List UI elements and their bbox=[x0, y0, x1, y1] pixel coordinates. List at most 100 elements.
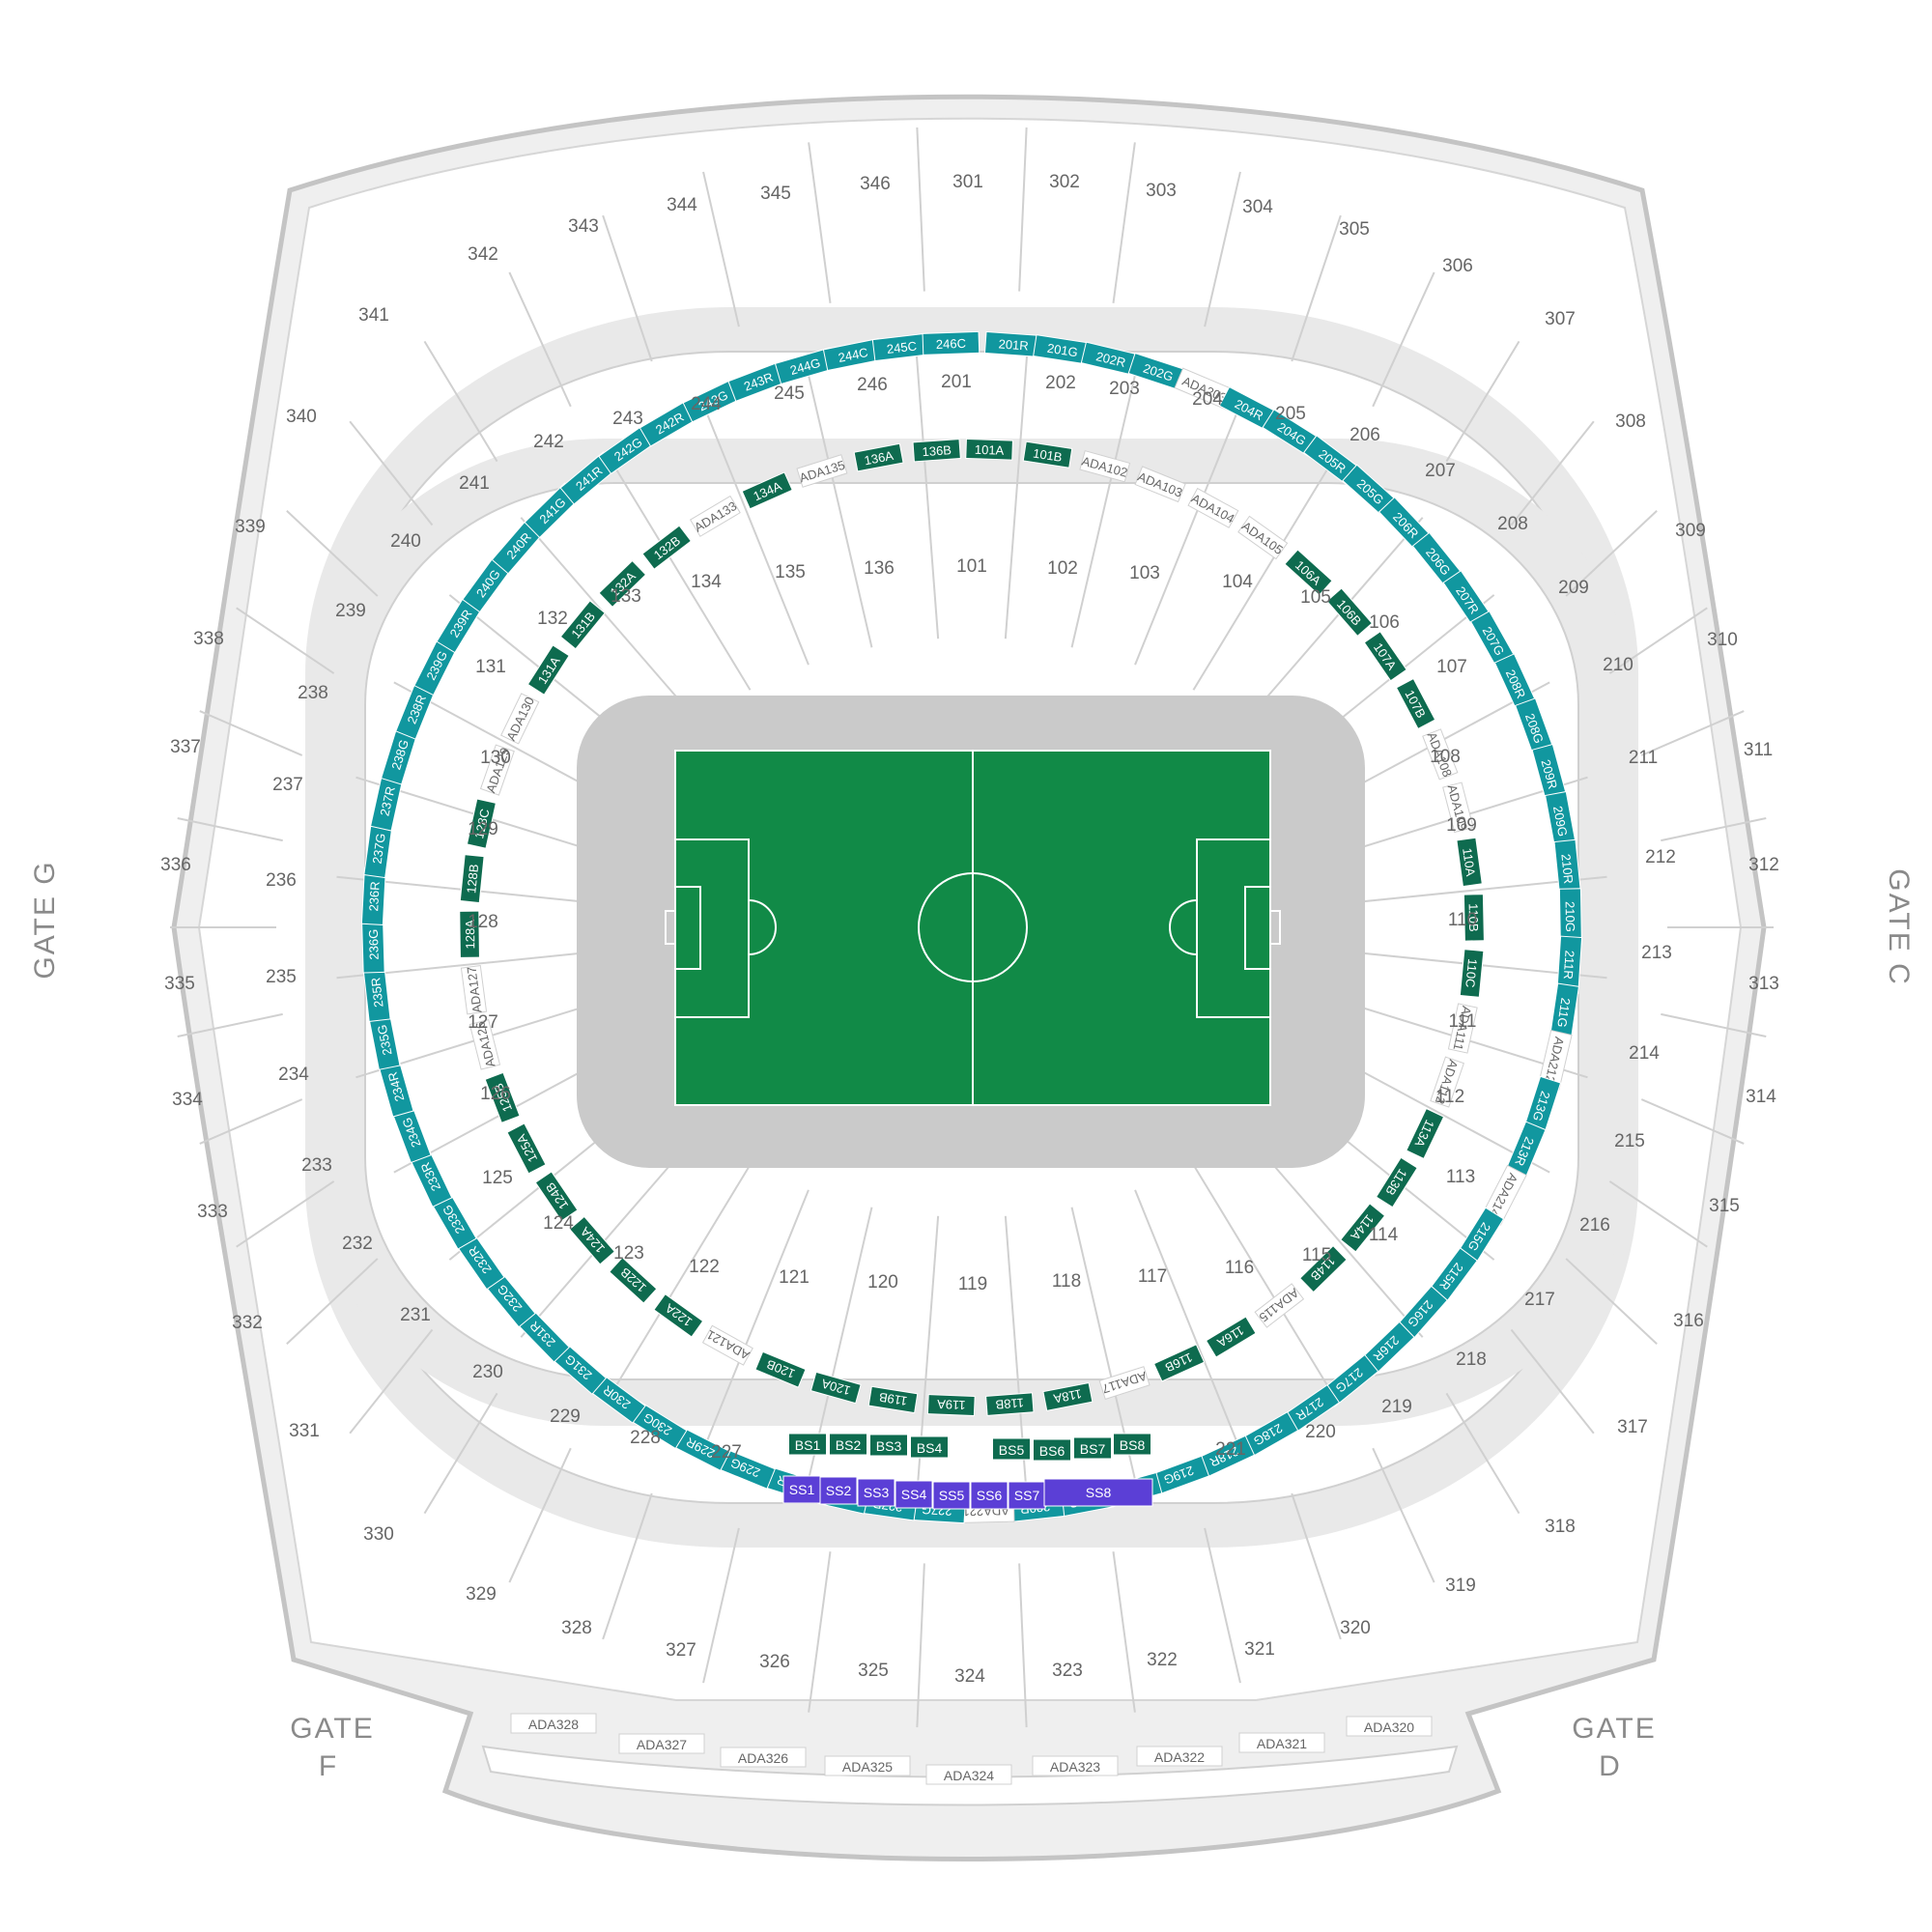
section-213-label[interactable]: 213 bbox=[1641, 943, 1672, 963]
tag-235r[interactable]: 235R bbox=[362, 962, 391, 1022]
tag-110a[interactable]: 110A bbox=[1456, 837, 1483, 888]
tag-202g[interactable]: 202G bbox=[1127, 352, 1189, 392]
tag-236r[interactable]: 236R bbox=[360, 867, 386, 925]
section-322-label[interactable]: 322 bbox=[1147, 1650, 1178, 1670]
section-207-label[interactable]: 207 bbox=[1425, 461, 1456, 481]
section-238-label[interactable]: 238 bbox=[298, 683, 328, 703]
section-132-label[interactable]: 132 bbox=[537, 609, 568, 629]
suite-bs2[interactable]: BS2 bbox=[829, 1433, 867, 1456]
section-128-label[interactable]: 128 bbox=[468, 912, 498, 932]
section-117-label[interactable]: 117 bbox=[1138, 1266, 1167, 1287]
section-216-label[interactable]: 216 bbox=[1579, 1215, 1610, 1236]
suite-ss2[interactable]: SS2 bbox=[819, 1476, 858, 1505]
section-237-label[interactable]: 237 bbox=[272, 775, 303, 795]
section-308-label[interactable]: 308 bbox=[1615, 412, 1646, 432]
tag-209g[interactable]: 209G bbox=[1545, 790, 1577, 852]
suite-ss4[interactable]: SS4 bbox=[895, 1480, 933, 1509]
section-313-label[interactable]: 313 bbox=[1748, 974, 1779, 994]
section-234-label[interactable]: 234 bbox=[278, 1065, 309, 1085]
tag-122b[interactable]: 122B bbox=[609, 1257, 658, 1304]
section-219-label[interactable]: 219 bbox=[1381, 1397, 1412, 1417]
suite-bs7[interactable]: BS7 bbox=[1073, 1436, 1112, 1460]
section-319-label[interactable]: 319 bbox=[1445, 1576, 1476, 1596]
tag-211g[interactable]: 211G bbox=[1548, 982, 1579, 1043]
section-346-label[interactable]: 346 bbox=[860, 174, 891, 194]
section-134-label[interactable]: 134 bbox=[691, 572, 722, 592]
section-202-label[interactable]: 202 bbox=[1045, 373, 1076, 393]
section-243-label[interactable]: 243 bbox=[612, 409, 643, 429]
section-305-label[interactable]: 305 bbox=[1339, 219, 1370, 240]
section-229-label[interactable]: 229 bbox=[550, 1406, 581, 1427]
section-208-label[interactable]: 208 bbox=[1497, 514, 1528, 534]
section-214-label[interactable]: 214 bbox=[1629, 1043, 1660, 1064]
section-315-label[interactable]: 315 bbox=[1709, 1196, 1740, 1216]
section-340-label[interactable]: 340 bbox=[286, 407, 317, 427]
suite-ss1[interactable]: SS1 bbox=[782, 1475, 821, 1504]
tag-124b[interactable]: 124B bbox=[534, 1171, 579, 1222]
tag-128c[interactable]: 128C bbox=[466, 798, 497, 849]
section-328-label[interactable]: 328 bbox=[561, 1618, 592, 1638]
section-337-label[interactable]: 337 bbox=[170, 737, 201, 757]
section-105-label[interactable]: 105 bbox=[1300, 587, 1331, 608]
suite-bs5[interactable]: BS5 bbox=[992, 1437, 1031, 1461]
tag-136b[interactable]: 136B bbox=[912, 439, 961, 463]
section-203-label[interactable]: 203 bbox=[1109, 379, 1140, 399]
section-122-label[interactable]: 122 bbox=[689, 1257, 720, 1277]
section-236-label[interactable]: 236 bbox=[266, 870, 297, 891]
tag-120a[interactable]: 120A bbox=[810, 1371, 862, 1405]
tag-ada326[interactable]: ADA326 bbox=[720, 1747, 807, 1768]
section-309-label[interactable]: 309 bbox=[1675, 521, 1706, 541]
section-126-label[interactable]: 126 bbox=[480, 1084, 511, 1104]
tag-101b[interactable]: 101B bbox=[1022, 440, 1073, 469]
section-112-label[interactable]: 112 bbox=[1435, 1087, 1464, 1107]
section-212-label[interactable]: 212 bbox=[1645, 847, 1676, 867]
tag-ada127[interactable]: ADA127 bbox=[460, 965, 488, 1015]
section-304-label[interactable]: 304 bbox=[1242, 197, 1273, 217]
section-230-label[interactable]: 230 bbox=[472, 1362, 503, 1382]
section-345-label[interactable]: 345 bbox=[760, 184, 791, 204]
section-107-label[interactable]: 107 bbox=[1436, 657, 1467, 677]
section-116-label[interactable]: 116 bbox=[1225, 1258, 1254, 1278]
tag-ada322[interactable]: ADA322 bbox=[1136, 1746, 1223, 1767]
section-335-label[interactable]: 335 bbox=[164, 974, 195, 994]
tag-ada320[interactable]: ADA320 bbox=[1346, 1716, 1433, 1737]
section-332-label[interactable]: 332 bbox=[232, 1313, 263, 1333]
section-307-label[interactable]: 307 bbox=[1545, 309, 1576, 329]
section-217-label[interactable]: 217 bbox=[1524, 1290, 1555, 1310]
section-331-label[interactable]: 331 bbox=[289, 1421, 320, 1441]
section-206-label[interactable]: 206 bbox=[1350, 425, 1380, 445]
section-306-label[interactable]: 306 bbox=[1442, 256, 1473, 276]
section-321-label[interactable]: 321 bbox=[1244, 1639, 1275, 1660]
section-343-label[interactable]: 343 bbox=[568, 216, 599, 237]
section-338-label[interactable]: 338 bbox=[193, 629, 224, 649]
section-310-label[interactable]: 310 bbox=[1707, 630, 1738, 650]
section-123-label[interactable]: 123 bbox=[613, 1243, 644, 1264]
section-101-label[interactable]: 101 bbox=[956, 556, 987, 577]
tag-244c[interactable]: 244C bbox=[822, 337, 884, 372]
section-329-label[interactable]: 329 bbox=[466, 1584, 497, 1605]
section-242-label[interactable]: 242 bbox=[533, 432, 564, 452]
section-204-label[interactable]: 204 bbox=[1192, 389, 1223, 410]
section-124-label[interactable]: 124 bbox=[543, 1213, 574, 1234]
section-235-label[interactable]: 235 bbox=[266, 967, 297, 987]
section-108-label[interactable]: 108 bbox=[1430, 747, 1461, 767]
tag-116b[interactable]: 116B bbox=[1152, 1344, 1206, 1382]
tag-206g[interactable]: 206G bbox=[1411, 531, 1465, 591]
tag-ada325[interactable]: ADA325 bbox=[824, 1755, 911, 1776]
section-241-label[interactable]: 241 bbox=[459, 473, 490, 494]
tag-131b[interactable]: 131B bbox=[559, 600, 606, 650]
section-333-label[interactable]: 333 bbox=[197, 1202, 228, 1222]
tag-113b[interactable]: 113B bbox=[1375, 1156, 1418, 1208]
tag-240r[interactable]: 240R bbox=[491, 516, 546, 575]
tag-238g[interactable]: 238G bbox=[380, 724, 419, 785]
section-135-label[interactable]: 135 bbox=[775, 562, 806, 582]
section-334-label[interactable]: 334 bbox=[172, 1090, 203, 1110]
section-125-label[interactable]: 125 bbox=[482, 1168, 513, 1188]
section-120-label[interactable]: 120 bbox=[867, 1272, 898, 1293]
section-210-label[interactable]: 210 bbox=[1603, 655, 1634, 675]
tag-ada327[interactable]: ADA327 bbox=[618, 1733, 705, 1754]
tag-119b[interactable]: 119B bbox=[867, 1385, 919, 1414]
section-115-label[interactable]: 115 bbox=[1302, 1245, 1331, 1265]
tag-110b[interactable]: 110B bbox=[1463, 894, 1485, 942]
section-215-label[interactable]: 215 bbox=[1614, 1131, 1645, 1151]
